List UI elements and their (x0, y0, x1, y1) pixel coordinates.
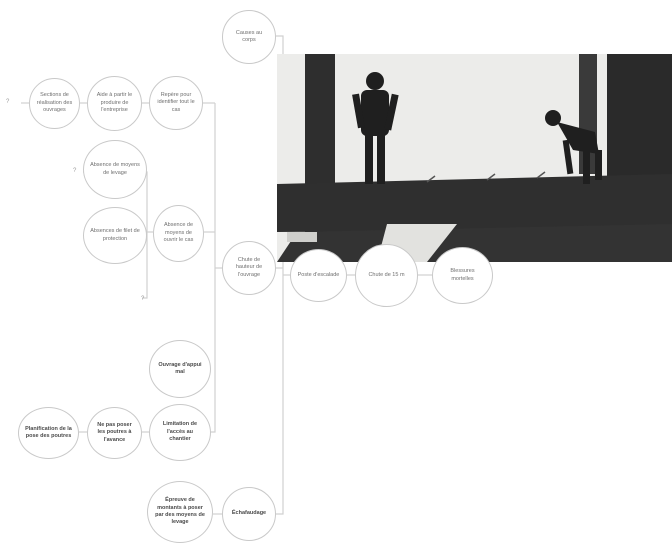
marker-question: ? (6, 99, 10, 105)
node-label: Chute de 15 m (368, 271, 405, 278)
node-epreuve-montants[interactable]: Épreuve de montants à poser par des moye… (147, 481, 213, 543)
node-chute-hub[interactable]: Chute de hauteur de l'ouvrage (222, 241, 276, 295)
node-label: Aide à partir le produire de l'entrepris… (96, 92, 133, 114)
node-label: Sections de réalisation des ouvrages (36, 92, 73, 114)
node-label: Absences de filet de protection (90, 228, 140, 242)
node-label: Causes au corps (235, 29, 263, 43)
marker-question: ? (73, 168, 77, 174)
node-blessures[interactable]: Blessures mortelles (432, 247, 493, 304)
node-chute-15m[interactable]: Chute de 15 m (355, 244, 418, 307)
marker-question: ? (141, 296, 145, 302)
node-poste-travail[interactable]: Ouvrage d'appui mal (149, 340, 211, 398)
node-label: Ouvrage d'appui mal (158, 361, 202, 375)
node-repere[interactable]: Repère pour identifier tout le cas (149, 76, 203, 130)
node-causes[interactable]: Causes au corps (222, 10, 276, 64)
photo-workers-on-beam (277, 54, 672, 262)
photo-illustration (277, 54, 672, 262)
node-label: Épreuve de montants à poser par des moye… (155, 497, 205, 526)
node-label: Repère pour identifier tout le cas (157, 91, 195, 113)
node-label: Échafaudage (231, 510, 267, 517)
node-poste-escalade[interactable]: Poste d'escalade (290, 249, 347, 302)
node-absence-ouvrir[interactable]: Absence de moyens de ouvrir le cas (153, 205, 204, 262)
node-aide[interactable]: Aide à partir le produire de l'entrepris… (87, 76, 142, 131)
node-label: Limitation de l'accès au chantier (162, 421, 198, 443)
node-planification[interactable]: Planification de la pose des poutres (18, 407, 79, 459)
node-label: Ne pas poser les poutres à l'avance (97, 421, 132, 443)
node-sections[interactable]: Sections de réalisation des ouvrages (29, 78, 80, 129)
node-absence-levage[interactable]: Absence de moyens de levage (83, 140, 147, 199)
node-limitation-acces[interactable]: Limitation de l'accès au chantier (149, 404, 211, 461)
node-poutres[interactable]: Ne pas poser les poutres à l'avance (87, 407, 142, 459)
node-label: Chute de hauteur de l'ouvrage (235, 256, 263, 278)
node-absence-filet[interactable]: Absences de filet de protection (83, 207, 147, 264)
node-label: Planification de la pose des poutres (25, 425, 72, 439)
node-label: Blessures mortelles (450, 268, 475, 282)
node-echafaudage[interactable]: Échafaudage (222, 487, 276, 541)
node-label: Poste d'escalade (297, 271, 340, 278)
node-label: Absence de moyens de ouvrir le cas (163, 222, 194, 244)
node-label: Absence de moyens de levage (90, 162, 140, 176)
